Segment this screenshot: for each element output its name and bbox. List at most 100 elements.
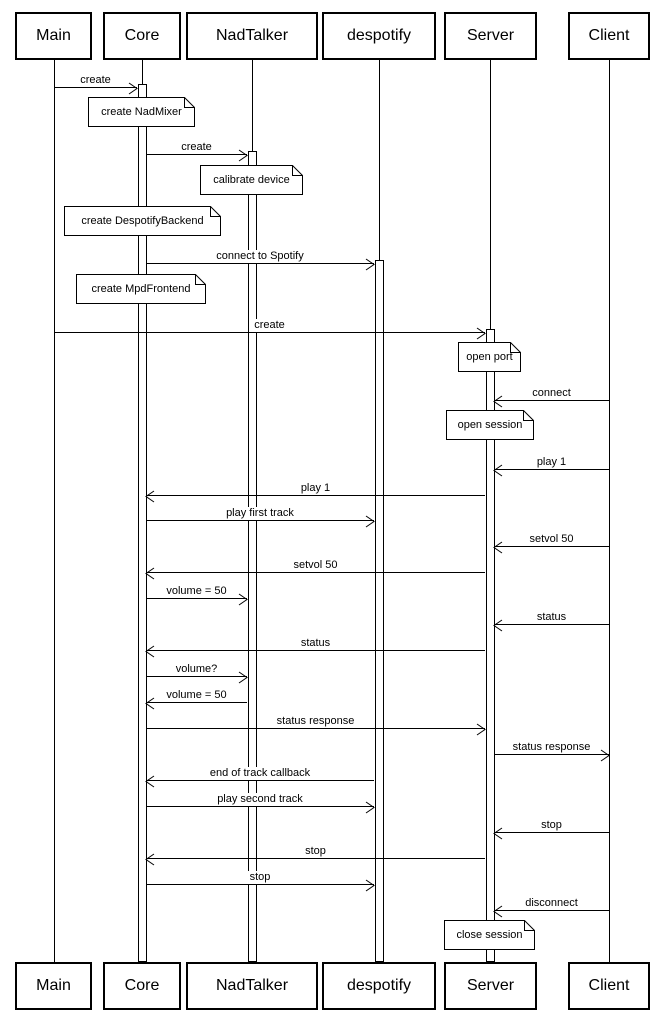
arrowhead-left-icon [145,697,155,710]
message-line [146,676,247,677]
message-label: play second track [146,793,374,806]
lifeline-client [608,60,610,962]
message-text: create [251,319,288,332]
message-line [146,702,247,703]
message-text: status [533,611,570,624]
message-line [494,624,609,625]
arrowhead-left-icon [145,645,155,658]
message-label: disconnect [494,897,609,910]
message-line [146,858,485,859]
arrowhead-right-icon [476,327,486,340]
arrowhead-right-icon [238,671,248,684]
message-text: connect [529,387,574,400]
note: calibrate device [200,165,303,195]
arrowhead-left-icon [145,490,155,503]
arrowhead-right-icon [365,515,375,528]
message-label: play 1 [146,482,485,495]
note-label: open session [457,419,523,431]
message-text: setvol 50 [290,559,341,572]
arrowhead-right-icon [238,149,248,162]
participant-box-footer-main: Main [15,962,92,1010]
message-main-to-server: create [54,316,486,340]
message-line [146,598,247,599]
message-label: status [146,637,485,650]
participant-label: Core [124,27,160,44]
note-shape [200,165,303,195]
message-line [146,806,374,807]
participant-label: NadTalker [215,27,289,44]
arrowhead-right-icon [365,879,375,892]
arrowhead-left-icon [493,905,503,918]
arrowhead-right-icon [128,82,138,95]
message-label: create [54,319,485,332]
message-line [494,910,609,911]
note: open port [458,342,521,372]
message-text: end of track callback [206,767,314,780]
arrowhead-left-icon [493,827,503,840]
message-line [146,572,485,573]
message-line [54,332,485,333]
message-text: stop [302,845,329,858]
lifeline-main [53,60,55,962]
activation-bar-nadtalker [247,151,257,962]
participant-label: Server [466,977,515,994]
arrowhead-right-icon [600,749,610,762]
message-text: play 1 [297,482,334,495]
participant-label: Main [36,27,71,44]
message-label: status [494,611,609,624]
note-shape [458,342,521,372]
participant-box-footer-client: Client [568,962,650,1010]
message-label: volume = 50 [146,689,247,702]
message-core-to-server: status response [146,712,486,736]
participant-label: despotify [346,27,412,44]
message-text: play 1 [533,456,570,469]
participant-box-header-core: Core [103,12,181,60]
participant-box-header-nadtalker: NadTalker [186,12,318,60]
message-server-to-core: play 1 [145,479,485,503]
message-server-to-core: status [145,634,485,658]
arrowhead-right-icon [238,593,248,606]
arrowhead-left-icon [145,853,155,866]
arrowhead-right-icon [476,723,486,736]
message-label: volume = 50 [146,585,247,598]
message-line [494,832,609,833]
note: close session [444,920,535,950]
participant-label: NadTalker [215,977,289,994]
participant-label: Client [588,27,630,44]
arrowhead-right-icon [365,801,375,814]
note: create DespotifyBackend [64,206,221,236]
participant-label: despotify [346,977,412,994]
message-core-to-nadtalker: volume? [146,660,248,684]
message-text: volume? [172,663,221,676]
message-label: setvol 50 [146,559,485,572]
message-label: connect [494,387,609,400]
message-text: volume = 50 [163,689,230,702]
participant-box-header-despotify: despotify [322,12,436,60]
message-line [494,400,609,401]
message-label: play first track [146,507,374,520]
note: open session [446,410,534,440]
message-text: disconnect [522,897,581,910]
message-text: volume = 50 [163,585,230,598]
participant-box-header-server: Server [444,12,537,60]
arrowhead-left-icon [145,567,155,580]
message-line [146,495,485,496]
activation-bar-despotify [374,260,384,962]
arrowhead-left-icon [493,464,503,477]
participant-label: Client [588,977,630,994]
note-label: calibrate device [213,174,290,186]
message-line [146,263,374,264]
message-line [146,650,485,651]
message-text: play second track [214,793,306,806]
message-client-to-server: status [493,608,609,632]
message-line [494,754,609,755]
message-line [146,154,247,155]
message-client-to-server: setvol 50 [493,530,609,554]
message-label: create [146,141,247,154]
message-label: stop [494,819,609,832]
message-text: stop [246,871,274,884]
message-line [494,546,609,547]
message-line [54,87,137,88]
message-core-to-despotify: stop [146,868,375,892]
